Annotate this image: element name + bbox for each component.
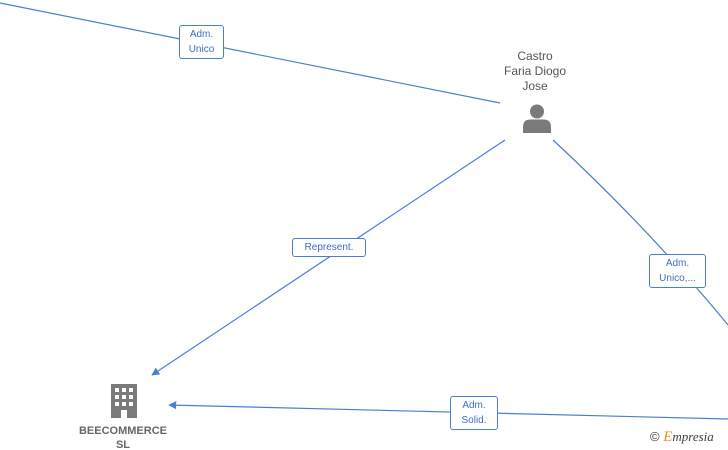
brand-watermark: © Empresia	[650, 429, 714, 446]
person-icon[interactable]	[522, 103, 552, 133]
brand-logo-e: E	[663, 429, 673, 445]
person-name-line: Castro	[517, 49, 553, 63]
company-name-line: SL	[115, 439, 131, 450]
person-node-name[interactable]: Castro Faria Diogo Jose	[484, 49, 586, 94]
edge-label-line: Adm.	[665, 258, 690, 269]
edge-line-person-to-right	[552, 139, 728, 326]
brand-logo-text: mpresia	[672, 429, 714, 444]
edge-label-adm-unico[interactable]: Adm. Unico	[179, 25, 224, 59]
company-name-line: BEECOMMERCE	[78, 425, 167, 437]
edge-label-line: Unico	[188, 44, 215, 55]
edge-line-person-to-company	[151, 139, 506, 376]
edge-label-line: Represent.	[304, 242, 354, 253]
edge-label-line: Solid.	[461, 415, 487, 426]
copyright-icon: ©	[650, 429, 660, 444]
edge-label-line: Adm.	[462, 400, 486, 411]
edge-line-top-left	[0, 2, 501, 104]
edge-label-line: Adm.	[189, 29, 214, 40]
person-name-line: Jose	[522, 79, 548, 93]
building-icon[interactable]	[109, 384, 139, 418]
company-node-name[interactable]: BEECOMMERCE SL	[63, 424, 183, 450]
edge-label-line: Unico,...	[659, 273, 696, 284]
edge-label-adm-solid[interactable]: Adm. Solid.	[450, 396, 498, 430]
edge-line-right-to-company	[168, 401, 728, 420]
edge-label-represent[interactable]: Represent.	[292, 238, 366, 257]
brand-logo: Empresia	[663, 429, 714, 445]
person-name-line: Faria Diogo	[503, 64, 567, 78]
edge-label-adm-unico-ellipsis[interactable]: Adm. Unico,...	[649, 254, 706, 288]
